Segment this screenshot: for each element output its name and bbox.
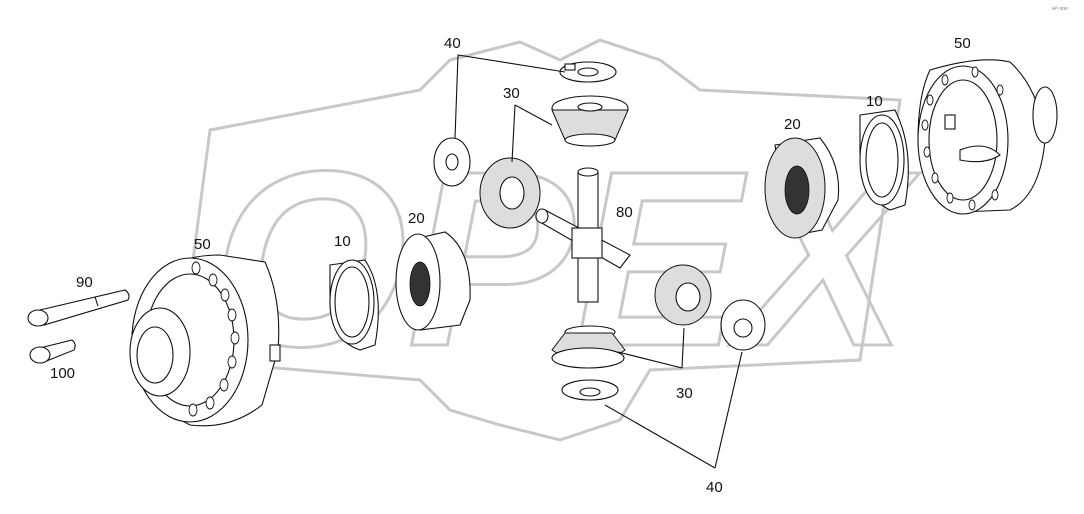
bolt-short (29, 339, 76, 364)
label-shim-left: 10 (334, 233, 351, 250)
housing-right (917, 59, 1058, 215)
label-shim-right: 10 (866, 93, 883, 110)
leader-lines (454, 54, 743, 469)
label-bolt-short: 100 (50, 365, 75, 382)
housing-left (129, 254, 281, 427)
label-side-gear-right: 20 (784, 116, 801, 133)
part-labels: 40 50 30 10 20 80 20 50 10 90 100 30 40 (50, 35, 971, 496)
pinion-gear-bottom (551, 325, 626, 369)
cross-shaft (535, 167, 631, 303)
label-cross-shaft: 80 (616, 204, 633, 221)
label-housing-right: 50 (954, 35, 971, 52)
label-gear-bottom: 30 (676, 385, 693, 402)
watermark: OPEX (178, 38, 922, 442)
shim-left (329, 259, 379, 351)
washer-right (720, 299, 766, 351)
pinion-gear-top (551, 95, 629, 147)
side-gear-left (395, 231, 471, 331)
side-gear-right (764, 137, 840, 239)
pinion-gear-right (654, 264, 712, 326)
label-washer-bottom: 40 (706, 479, 723, 496)
washer-left (433, 137, 471, 187)
label-side-gear-left: 20 (408, 210, 425, 227)
bolt-long (27, 289, 130, 327)
pinion-gear-left (479, 157, 541, 229)
washer-top (559, 61, 617, 83)
washer-bottom (561, 379, 619, 401)
label-washer-top: 40 (444, 35, 461, 52)
label-gear-top: 30 (503, 85, 520, 102)
shim-right (859, 109, 909, 211)
corner-code: a²³ ooo (1052, 6, 1068, 12)
label-housing-left: 50 (194, 236, 211, 253)
label-bolt-long: 90 (76, 274, 93, 291)
